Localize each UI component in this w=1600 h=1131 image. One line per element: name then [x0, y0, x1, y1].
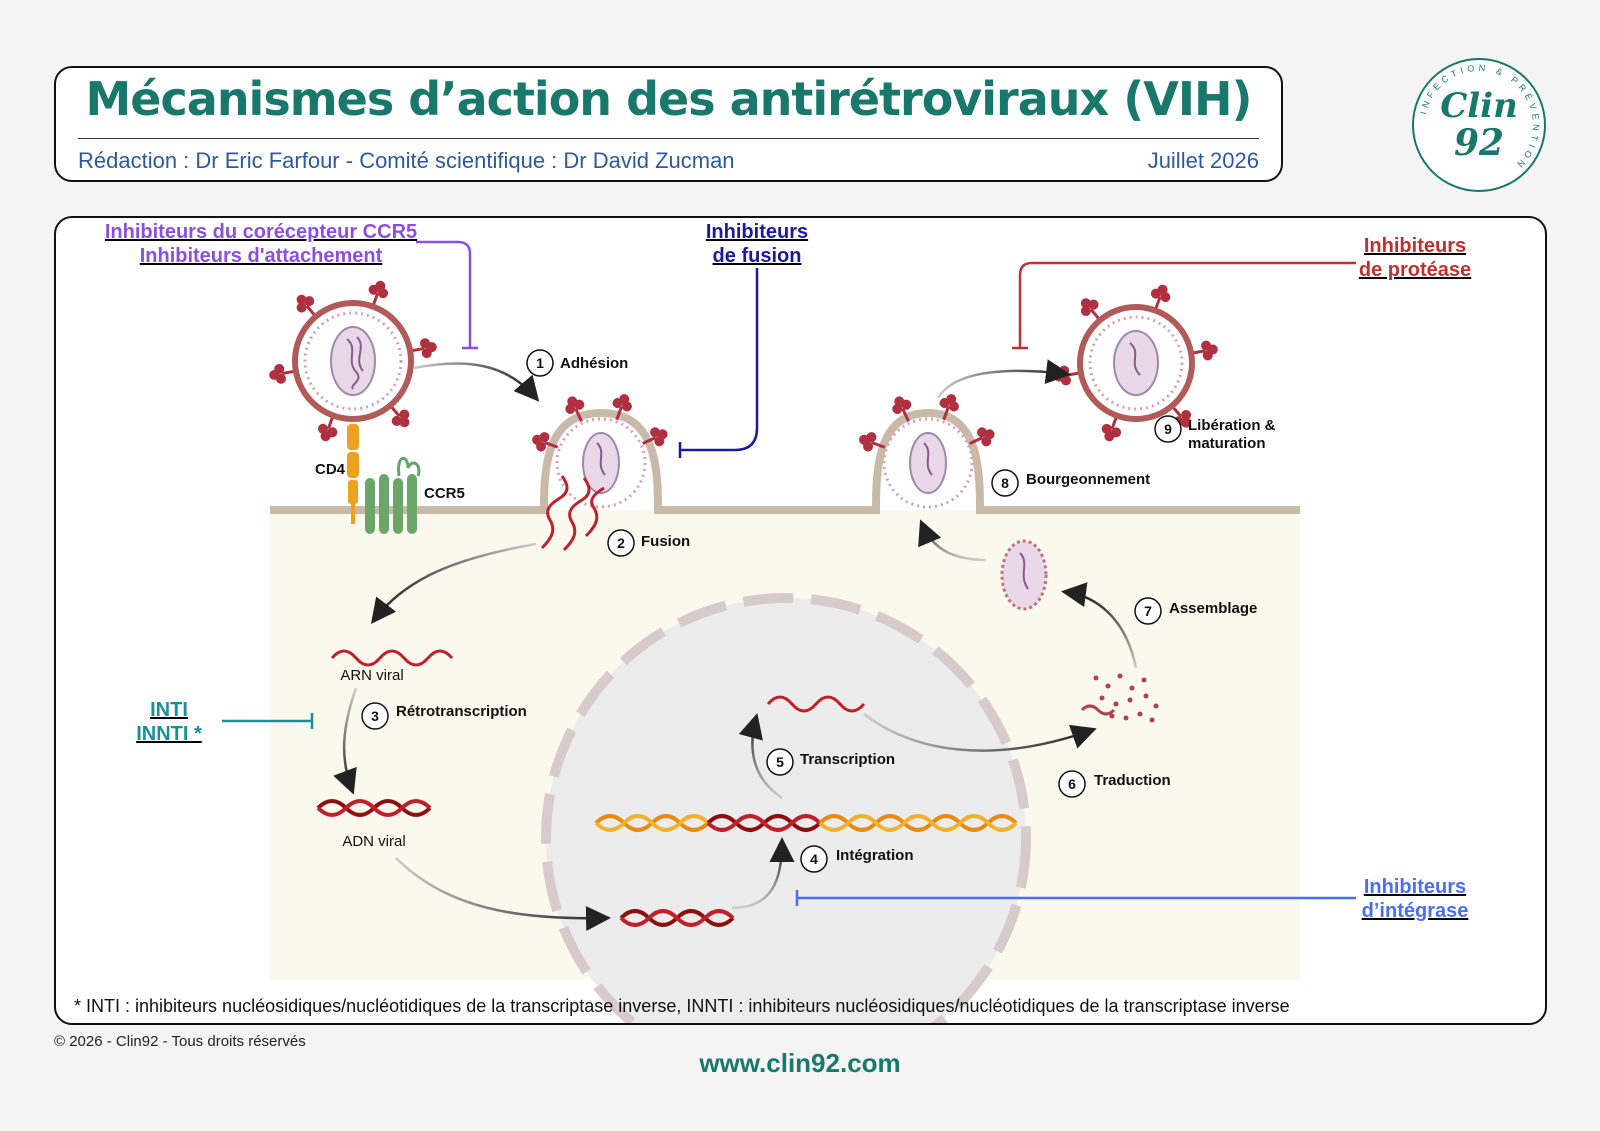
fusion-rna	[540, 475, 605, 552]
ccr5-inhibitor-label-1: Inhibiteurs du corécepteur CCR5	[105, 221, 417, 243]
integrase-inhibitor-label-2: d’intégrase	[1362, 900, 1469, 922]
svg-text:Rétrotranscription: Rétrotranscription	[396, 703, 527, 720]
website-link[interactable]: www.clin92.com	[699, 1048, 901, 1078]
cd4-receptor	[347, 424, 359, 524]
fusion-inhibitor-label-2: de fusion	[713, 245, 802, 267]
host-dna	[594, 814, 1018, 832]
ccr5-receptor	[365, 457, 421, 534]
viral-mrna	[766, 695, 866, 713]
cell-membrane	[270, 408, 1300, 514]
arrow-assembly	[1061, 582, 1138, 669]
integrase-inhibitor-label-1: Inhibiteurs	[1364, 876, 1466, 898]
arrow-budding	[918, 519, 987, 562]
svg-text:4: 4	[810, 851, 818, 867]
step-8: 8 Bourgeonnement	[991, 469, 1150, 497]
innti-label: INNTI *	[136, 723, 202, 745]
arrow-transcription	[738, 713, 783, 800]
arrow-release	[936, 359, 1071, 399]
logo-line1: Clin	[1440, 86, 1518, 126]
budding-virus	[854, 389, 1000, 509]
svg-text:5: 5	[776, 754, 784, 770]
diagram-panel: Inhibiteurs du corécepteur CCR5 Inhibite…	[54, 216, 1547, 1025]
svg-text:Bourgeonnement: Bourgeonnement	[1026, 471, 1150, 488]
page-title: Mécanismes d’action des antirétroviraux …	[85, 72, 1253, 126]
adhering-virus	[527, 389, 673, 509]
title-divider	[78, 138, 1259, 139]
svg-text:3: 3	[371, 708, 379, 724]
svg-text:Adhésion: Adhésion	[560, 355, 628, 372]
svg-text:7: 7	[1144, 603, 1152, 619]
fusion-inhibitor-label-1: Inhibiteurs	[706, 221, 808, 243]
cd4-label: CD4	[315, 461, 346, 478]
arrow-integration	[731, 837, 795, 910]
svg-text:8: 8	[1001, 475, 1009, 491]
flow-arrows	[333, 359, 1138, 931]
viral-rna	[330, 649, 454, 667]
protease-inhibitor-label-2: de protéase	[1359, 259, 1471, 281]
title-box: Mécanismes d’action des antirétroviraux …	[54, 66, 1283, 182]
mature-virus	[1051, 280, 1221, 446]
hiv-lifecycle-diagram: Inhibiteurs du corécepteur CCR5 Inhibite…	[105, 221, 1471, 1023]
adn-label: ADN viral	[342, 833, 405, 850]
ccr5-inhibitor-line	[416, 240, 478, 350]
viral-dna	[316, 799, 432, 817]
step-5: 5 Transcription	[766, 748, 895, 776]
arrow-translation	[863, 713, 1097, 752]
inti-label: INTI	[150, 699, 188, 721]
free-virus	[266, 276, 440, 446]
svg-text:maturation: maturation	[1188, 435, 1266, 452]
step-3: 3 Rétrotranscription	[361, 702, 527, 730]
copyright: © 2026 - Clin92 - Tous droits réservés	[54, 1033, 306, 1050]
step-6: 6 Traduction	[1058, 770, 1171, 798]
arn-label: ARN viral	[340, 667, 403, 684]
step-4: 4 Intégration	[800, 845, 914, 873]
svg-text:Fusion: Fusion	[641, 533, 690, 550]
protease-inhibitor-label-1: Inhibiteurs	[1364, 235, 1466, 257]
ccr5-inhibitor-label-2: Inhibiteurs d'attachement	[140, 245, 383, 267]
step-9: 9 Libération & maturation	[1154, 415, 1276, 452]
integrase-inhibitor-line	[795, 890, 1356, 906]
svg-text:Transcription: Transcription	[800, 751, 895, 768]
svg-text:Libération &: Libération &	[1188, 417, 1276, 434]
logo-line2: 92	[1454, 122, 1504, 164]
step-7: 7 Assemblage	[1134, 597, 1257, 625]
svg-text:2: 2	[617, 535, 625, 551]
ccr5-label: CCR5	[424, 485, 465, 502]
step-2: 2 Fusion	[607, 529, 690, 557]
assembled-capsid	[1000, 539, 1048, 611]
svg-text:Intégration: Intégration	[836, 847, 914, 864]
publication-date: Juillet 2026	[1147, 148, 1259, 173]
step-1: 1 Adhésion	[526, 349, 628, 377]
svg-text:Traduction: Traduction	[1094, 772, 1171, 789]
arrow-nuclear-entry	[395, 857, 611, 931]
arrow-rt	[333, 687, 358, 795]
arrow-fusion	[370, 542, 537, 624]
svg-text:6: 6	[1068, 776, 1076, 792]
svg-text:9: 9	[1164, 421, 1172, 437]
nucleus	[546, 598, 1026, 1023]
inti-inhibitor-line	[222, 713, 314, 729]
nuclear-entry-dna	[619, 909, 735, 927]
fusion-inhibitor-line	[678, 268, 759, 458]
credits: Rédaction : Dr Eric Farfour - Comité sci…	[78, 148, 735, 173]
svg-text:Assemblage: Assemblage	[1169, 600, 1257, 617]
footnote: * INTI : inhibiteurs nucléosidiques/nucl…	[74, 996, 1290, 1016]
protease-inhibitor-line	[1012, 261, 1356, 350]
translation-products	[1080, 673, 1159, 723]
clin92-logo: INFECTION & PRÉVENTION Clin 92	[1412, 58, 1546, 192]
svg-text:1: 1	[536, 355, 544, 371]
arrow-adhesion	[413, 362, 540, 402]
nuclear-envelope	[541, 593, 1031, 1023]
